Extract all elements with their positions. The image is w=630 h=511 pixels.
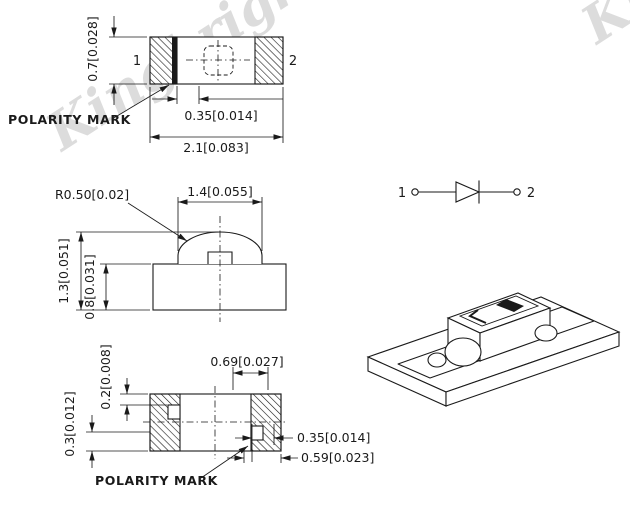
polarity-mark-bar <box>172 37 177 84</box>
diode-triangle <box>455 181 481 203</box>
dim-bottom-mark-width: 0.35[0.014] <box>235 424 370 462</box>
terminal-1-node <box>411 188 419 196</box>
bottom-view: 0.2[0.008] 0.3[0.012] 0.69[0.027] 0.35[0… <box>62 344 374 488</box>
dim-side-lens-width-label: 1.4[0.055] <box>187 184 252 199</box>
dim-side-radius: R0.50[0.02] <box>55 187 188 242</box>
watermark-text-partial: Kingbright <box>569 0 630 57</box>
dim-bottom-mark-width-label: 0.35[0.014] <box>297 430 370 445</box>
terminal-bump-left-3d <box>427 352 447 368</box>
pad-2-notch <box>250 425 264 441</box>
dim-bottom-pad-width-label: 0.59[0.023] <box>301 450 374 465</box>
dim-side-lens-width: 1.4[0.055] <box>177 184 263 251</box>
dim-bottom-pad-depth-label: 0.3[0.012] <box>62 391 77 456</box>
dim-top-height-label: 0.7[0.028] <box>85 16 100 81</box>
polarity-mark-label-top: POLARITY MARK <box>8 112 132 127</box>
polarity-mark-3d <box>496 299 524 312</box>
pad-2-hatch <box>254 36 284 85</box>
dim-top-width: 2.1[0.083] <box>149 87 284 155</box>
lens-dome-3d <box>444 337 482 367</box>
schematic-symbol: 1 2 <box>398 180 535 204</box>
polarity-callout-top: POLARITY MARK <box>8 84 170 127</box>
dim-bottom-notch-depth-label: 0.2[0.008] <box>98 344 113 409</box>
dim-top-height: 0.7[0.028] <box>85 16 147 105</box>
body-profile <box>152 263 287 311</box>
side-view: 1.4[0.055] R0.50[0.02] 1.3[0.051] 0.8[0.… <box>55 184 287 322</box>
led-cavity-outline-3d <box>458 295 540 327</box>
pin-2-label-top: 2 <box>289 54 297 69</box>
pad-1-hatch-bottom <box>149 393 181 452</box>
dim-bottom-pad-width: 0.59[0.023] <box>227 449 374 465</box>
dim-bottom-notch-offset-label: 0.69[0.027] <box>210 354 283 369</box>
dim-bottom-notch-depth: 0.2[0.008] <box>98 344 167 421</box>
dim-top-polarity-width-label: 0.35[0.014] <box>184 108 257 123</box>
isometric-view <box>366 292 621 407</box>
pin-1-label-schematic: 1 <box>398 186 406 201</box>
dim-side-body-height: 0.8[0.031] <box>82 254 151 320</box>
pad-1-notch <box>167 404 181 420</box>
pad-2-hatch-bottom <box>250 393 282 452</box>
terminal-2-node <box>513 188 521 196</box>
watermark: Kingbright Kingbright <box>34 0 630 164</box>
dim-side-body-height-label: 0.8[0.031] <box>82 254 97 319</box>
dim-bottom-pad-depth: 0.3[0.012] <box>62 391 150 468</box>
terminal-mark-3d <box>468 309 487 324</box>
polarity-callout-bottom: POLARITY MARK <box>95 445 249 488</box>
pin-2-label-schematic: 2 <box>527 186 535 201</box>
pin-1-label-top: 1 <box>133 54 141 69</box>
dim-top-width-label: 2.1[0.083] <box>183 140 248 155</box>
dim-top-polarity-width: 0.35[0.014] <box>152 86 283 123</box>
terminal-bump-right-3d <box>534 324 558 342</box>
dim-side-total-height-label: 1.3[0.051] <box>56 238 71 303</box>
dim-side-total-height: 1.3[0.051] <box>56 231 218 311</box>
dim-side-radius-label: R0.50[0.02] <box>55 187 129 202</box>
lens-outline-dashed <box>186 40 250 81</box>
dim-bottom-notch-offset: 0.69[0.027] <box>210 354 284 390</box>
pcb-board-side-right <box>445 331 620 407</box>
top-view: 1 2 0.7[0.028] 0.35[0.014] 2.1[0.083] <box>8 16 297 155</box>
polarity-mark-label-bottom: POLARITY MARK <box>95 473 219 488</box>
